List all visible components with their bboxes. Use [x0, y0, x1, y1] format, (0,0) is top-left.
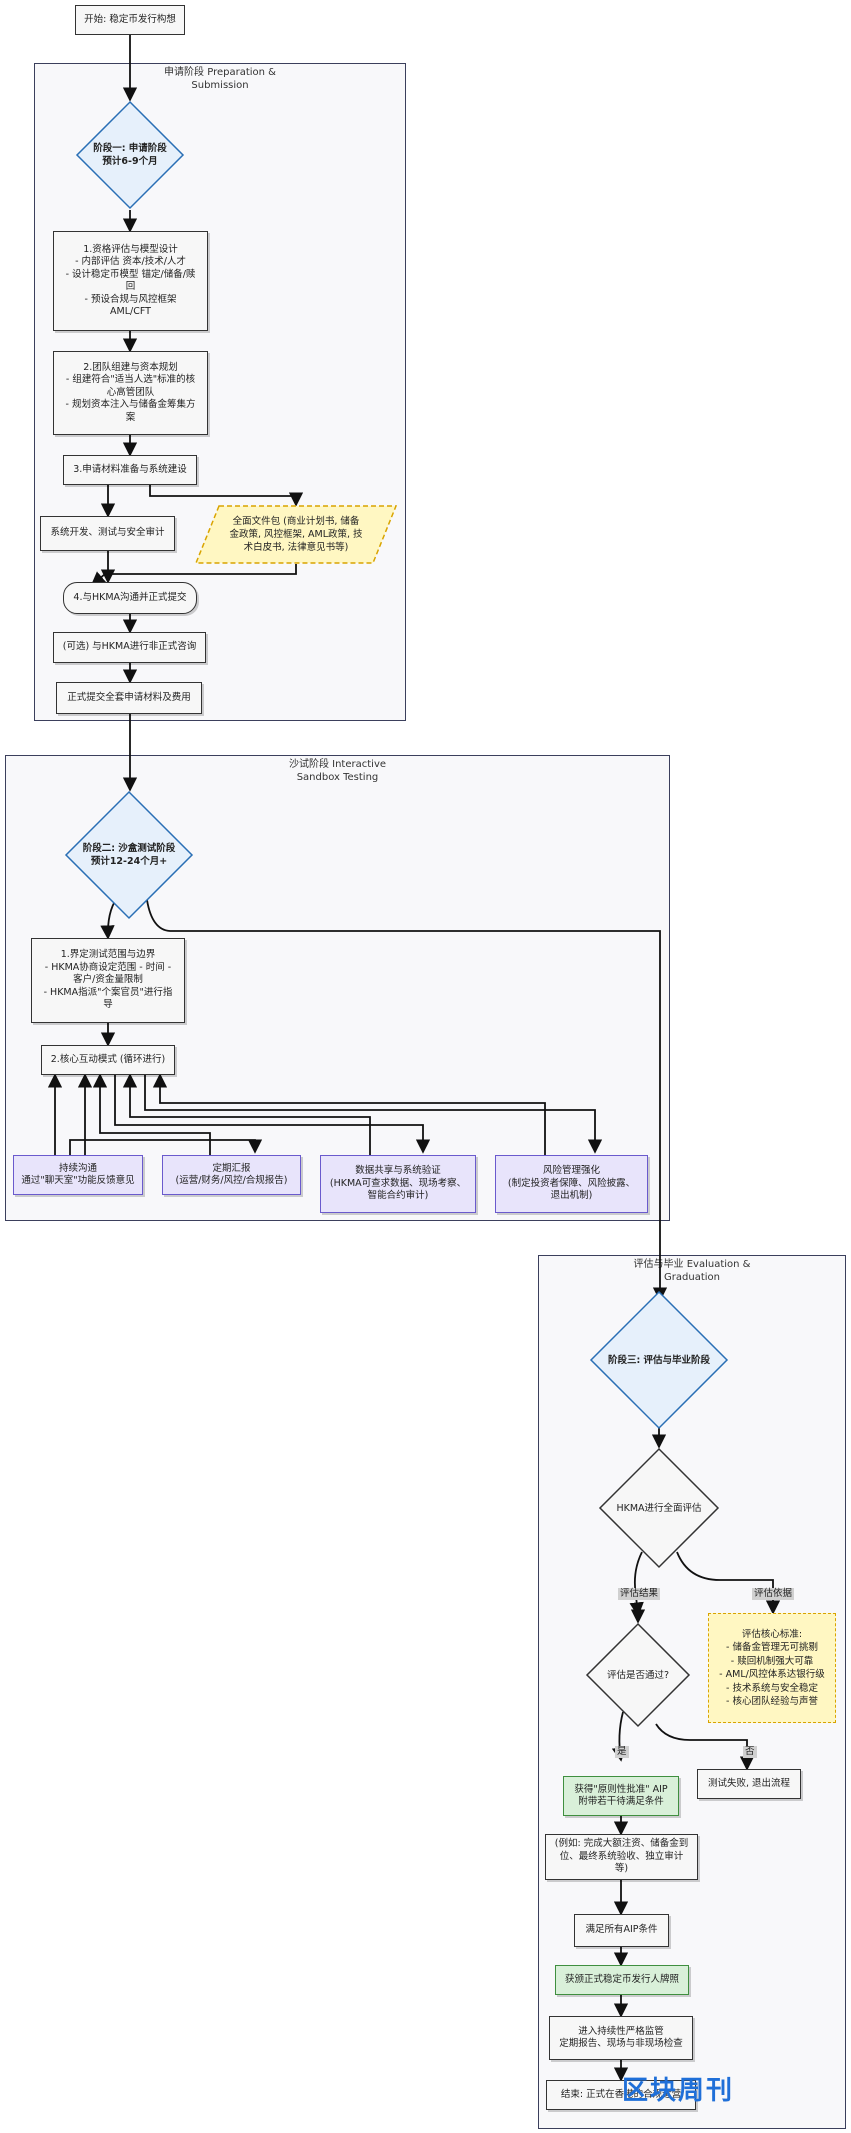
meet-aip-conditions: 满足所有AIP条件: [574, 1914, 669, 1947]
phase3-label: 阶段三: 评估与毕业阶段: [607, 1354, 711, 1366]
documents-package: 全面文件包 (商业计划书, 储备 金政策, 风控框架, AML政策, 技 术白皮…: [195, 505, 397, 564]
phase2-diamond: 阶段二: 沙盒测试阶段 预计12-24个月+: [64, 790, 194, 920]
prep-step3-materials: 3.申请材料准备与系统建设: [63, 455, 197, 485]
sandbox-data-sharing: 数据共享与系统验证 (HKMA可查求数据、现场考察、 智能合约审计): [320, 1155, 476, 1213]
phase1-diamond: 阶段一: 申请阶段 预计6-9个月: [75, 100, 185, 210]
edge-label-result: 评估结果: [618, 1588, 661, 1600]
watermark-logo: 区块周刊: [622, 2076, 735, 2106]
pass-decision-label: 评估是否通过?: [606, 1669, 670, 1681]
prep-step4-submit: 4.与HKMA沟通并正式提交: [63, 582, 197, 614]
sandbox-step1-scope: 1.界定测试范围与边界 - HKMA协商设定范围 - 时间 - 客户/资金量限制…: [31, 938, 185, 1023]
hkma-assessment-diamond: HKMA进行全面评估: [598, 1447, 720, 1569]
aip-conditions-example: (例如: 完成大额注资、储备金到 位、最终系统验收、独立审计 等): [545, 1834, 698, 1880]
sandbox-step2-interaction: 2.核心互动模式 (循环进行): [41, 1045, 175, 1075]
prep-system-development: 系统开发、测试与安全审计: [40, 516, 175, 551]
aip-approval: 获得"原则性批准" AIP 附带若干待满足条件: [563, 1776, 679, 1816]
group-title-preparation: 申请阶段 Preparation & Submission: [164, 67, 276, 91]
start-node: 开始: 稳定币发行构想: [75, 5, 185, 35]
edge-label-yes: 是: [615, 1746, 629, 1758]
end-node: 结束: 正式在香港的合规运营: [546, 2080, 696, 2110]
edge-label-no: 否: [743, 1746, 757, 1758]
pass-decision-diamond: 评估是否通过?: [585, 1622, 691, 1728]
hkma-assessment-label: HKMA进行全面评估: [616, 1502, 702, 1514]
ongoing-supervision: 进入持续性严格监管 定期报告、现场与非现场检查: [549, 2016, 693, 2060]
test-failed-exit: 测试失败, 退出流程: [697, 1769, 801, 1799]
group-title-sandbox: 沙试阶段 Interactive Sandbox Testing: [288, 759, 387, 783]
license-granted: 获颁正式稳定币发行人牌照: [555, 1965, 689, 1995]
sandbox-risk-management: 风险管理强化 (制定投资者保障、风险披露、 退出机制): [495, 1155, 648, 1213]
edge-label-basis: 评估依据: [752, 1588, 795, 1600]
phase3-diamond: 阶段三: 评估与毕业阶段: [589, 1290, 729, 1430]
phase1-label: 阶段一: 申请阶段 预计6-9个月: [93, 143, 167, 167]
phase2-label: 阶段二: 沙盒测试阶段 预计12-24个月+: [82, 843, 176, 867]
prep-formal-submission: 正式提交全套申请材料及费用: [56, 682, 202, 714]
group-title-evaluation: 评估与毕业 Evaluation & Graduation: [633, 1259, 751, 1283]
prep-step2-team: 2.团队组建与资本规划 - 组建符合"适当人选"标准的核 心高管团队 - 规划资…: [53, 351, 208, 435]
evaluation-criteria-note: 评估核心标准: - 储备金管理无可挑剔 - 赎回机制强大可靠 - AML/风控体…: [708, 1613, 836, 1723]
prep-optional-consult: (可选) 与HKMA进行非正式咨询: [53, 632, 206, 663]
sandbox-communication: 持续沟通 通过"聊天室"功能反馈意见: [13, 1155, 143, 1195]
sandbox-reporting: 定期汇报 (运营/财务/风控/合规报告): [162, 1155, 301, 1195]
prep-step1-eligibility: 1.资格评估与模型设计 - 内部评估 资本/技术/人才 - 设计稳定币模型 锚定…: [53, 231, 208, 331]
documents-package-label: 全面文件包 (商业计划书, 储备 金政策, 风控框架, AML政策, 技 术白皮…: [229, 516, 363, 553]
